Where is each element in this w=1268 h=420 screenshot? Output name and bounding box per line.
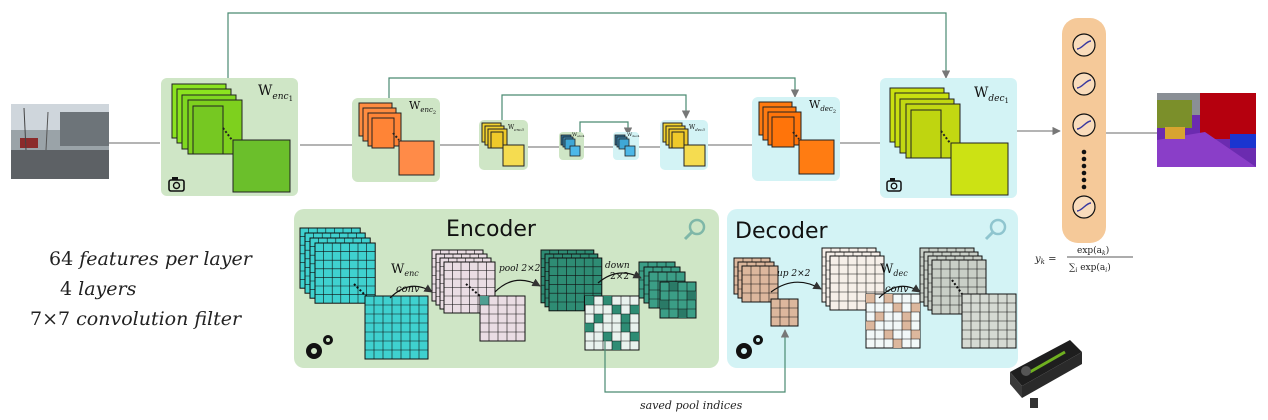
svg-text:conv: conv: [396, 284, 420, 295]
encoder-block-2: Wenc2: [352, 98, 440, 182]
softmax-dots: [1081, 149, 1087, 190]
decoder-title: Decoder: [735, 219, 829, 244]
tan-small-map: [770, 298, 799, 327]
gears-icon: [736, 335, 763, 359]
svg-text:Wenc2: Wenc2: [409, 99, 436, 116]
saved-pool-indices: saved pool indices: [604, 329, 790, 412]
svg-text:Wdec4: Wdec4: [627, 132, 640, 138]
svg-text:yk =: yk =: [1034, 254, 1056, 266]
encoder-feature-grids: [299, 227, 697, 360]
stack-dots: [465, 283, 481, 297]
magnifier-icon: [984, 218, 1007, 241]
gears-icon: [306, 335, 333, 359]
teal-feature-map: [314, 242, 376, 304]
pink-output-map: [479, 295, 526, 342]
svg-text:64 features per layer: 64 features per layer: [49, 248, 254, 270]
sigmoid-unit: [1072, 113, 1096, 137]
decoder-panel: Decoder up 2×2 Wdec conv: [727, 209, 1018, 368]
svg-text:pool 2×2: pool 2×2: [499, 264, 541, 274]
sigmoid-unit: [1072, 33, 1096, 57]
network-description: 64 features per layer 4 layers 7×7 convo…: [30, 248, 254, 330]
svg-text:Wenc3: Wenc3: [508, 124, 524, 132]
svg-text:Wenc4: Wenc4: [572, 132, 585, 138]
gray-output-map: [961, 293, 1017, 349]
svg-text:up 2×2: up 2×2: [777, 269, 811, 279]
camera-icon: [168, 177, 185, 192]
teal-output-map: [364, 295, 429, 360]
svg-text:conv: conv: [885, 284, 909, 295]
svg-text:down: down: [605, 261, 630, 271]
camera-icon: [886, 178, 902, 192]
pooled-output-map: [584, 295, 640, 351]
input-street-image: [11, 104, 109, 179]
output-segmentation-image: [1157, 93, 1256, 167]
tan-input-map: [741, 265, 779, 303]
svg-text:Wenc1: Wenc1: [258, 83, 293, 103]
skip-connections: [227, 12, 951, 136]
softmax-formula: yk = exp(ak) ∑i exp(ai): [1034, 245, 1133, 274]
encoder-title: Encoder: [446, 217, 537, 242]
sigmoid-unit: [1072, 72, 1096, 96]
decoder-feature-grids: [733, 247, 1017, 349]
svg-text:7×7 convolution filter: 7×7 convolution filter: [30, 308, 243, 330]
gpu-card-icon: [1010, 340, 1082, 408]
decoder-block-1: Wdec1: [880, 78, 1017, 198]
svg-text:∑i exp(ai): ∑i exp(ai): [1069, 262, 1111, 274]
svg-text:Wdec3: Wdec3: [689, 124, 705, 132]
svg-text:Wdec: Wdec: [880, 262, 908, 278]
bottleneck-block-1: Wenc4: [559, 132, 585, 160]
softmax-units: [1072, 33, 1096, 219]
svg-text:Wenc: Wenc: [391, 262, 419, 278]
svg-text:exp(ak): exp(ak): [1077, 245, 1109, 257]
encoder-block-3: Wenc3: [479, 120, 528, 170]
decoder-block-3: Wdec3: [660, 120, 708, 170]
stack-dots: [951, 279, 963, 295]
svg-text:2×2: 2×2: [610, 272, 629, 282]
encoder-block-1: Wenc1: [161, 78, 298, 196]
svg-text:Wdec1: Wdec1: [974, 85, 1009, 105]
sigmoid-unit: [1072, 195, 1096, 219]
stack-dots: [353, 283, 367, 297]
svg-text:saved pool indices: saved pool indices: [640, 399, 743, 412]
svg-text:Wdec2: Wdec2: [809, 98, 836, 115]
magnifier-icon: [683, 218, 706, 241]
upsampled-output-map: [865, 293, 921, 349]
downsampled-output-map: [659, 281, 697, 319]
encoder-panel: Encoder Wenc conv pool 2×2 down 2×2: [294, 209, 719, 368]
bottleneck-block-2: Wdec4: [613, 132, 640, 160]
decoder-block-2: Wdec2: [752, 97, 840, 181]
svg-text:4 layers: 4 layers: [60, 278, 137, 300]
softmax-column: [1062, 18, 1106, 243]
